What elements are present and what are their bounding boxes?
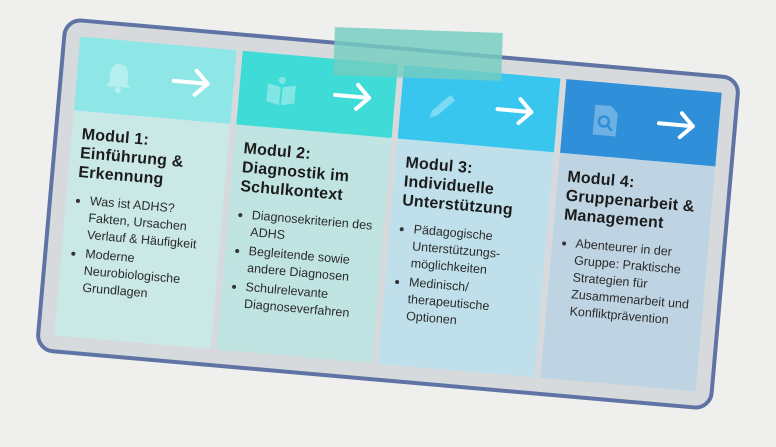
module-header — [559, 78, 722, 167]
bell-icon — [106, 64, 130, 93]
list-item: Moderne Neurobiologische Grundlagen — [82, 246, 210, 308]
module-overview-card: Modul 1: Einführung & Erkennung Was ist … — [34, 17, 742, 411]
module-header — [73, 36, 237, 124]
module-body: Modul 1: Einführung & Erkennung Was ist … — [54, 110, 230, 350]
module-item-list: Abenteurer in der Gruppe: Praktische Str… — [555, 234, 700, 331]
module-body: Modul 2: Diagnostik im Schulkontext Diag… — [216, 124, 392, 364]
module-item-list: Was ist ADHS? Fakten, Ursachen Verlauf &… — [68, 192, 215, 308]
arrow-right-icon — [656, 111, 695, 140]
module-title: Modul 3: Individuelle Unterstützung — [401, 154, 514, 219]
list-item: Was ist ADHS? Fakten, Ursachen Verlauf &… — [86, 193, 214, 255]
module-title: Modul 2: Diagnostik im Schulkontext — [239, 140, 350, 204]
list-item: Pädagogische Unterstützungs-möglichkeite… — [410, 221, 538, 283]
module-body: Modul 3: Individuelle Unterstützung Päda… — [377, 138, 554, 378]
module-4: Modul 4: Gruppenarbeit & Management Aben… — [539, 78, 722, 392]
tape-strip — [333, 27, 503, 81]
module-3: Modul 3: Individuelle Unterstützung Päda… — [377, 64, 560, 378]
book-icon — [265, 76, 296, 106]
list-item: Medinisch/ therapeutische Optionen — [405, 274, 533, 336]
module-item-list: Diagnosekriterien des ADHS Begleitende s… — [229, 206, 376, 324]
module-title: Modul 1: Einführung & Erkennung — [77, 126, 185, 189]
module-row: Modul 1: Einführung & Erkennung Was ist … — [54, 36, 722, 392]
search-document-icon — [592, 104, 618, 137]
module-header — [235, 50, 399, 139]
module-header — [397, 64, 560, 153]
module-1: Modul 1: Einführung & Erkennung Was ist … — [54, 36, 237, 350]
module-item-list: Pädagogische Unterstützungs-möglichkeite… — [391, 220, 538, 336]
module-2: Modul 2: Diagnostik im Schulkontext Diag… — [216, 50, 399, 364]
list-item: Abenteurer in der Gruppe: Praktische Str… — [569, 235, 700, 331]
module-title: Modul 4: Gruppenarbeit & Management — [563, 168, 696, 233]
arrow-right-icon — [495, 97, 533, 125]
pencil-icon — [429, 95, 456, 118]
arrow-right-icon — [333, 82, 372, 111]
arrow-right-icon — [171, 68, 210, 97]
module-body: Modul 4: Gruppenarbeit & Management Aben… — [539, 152, 716, 392]
